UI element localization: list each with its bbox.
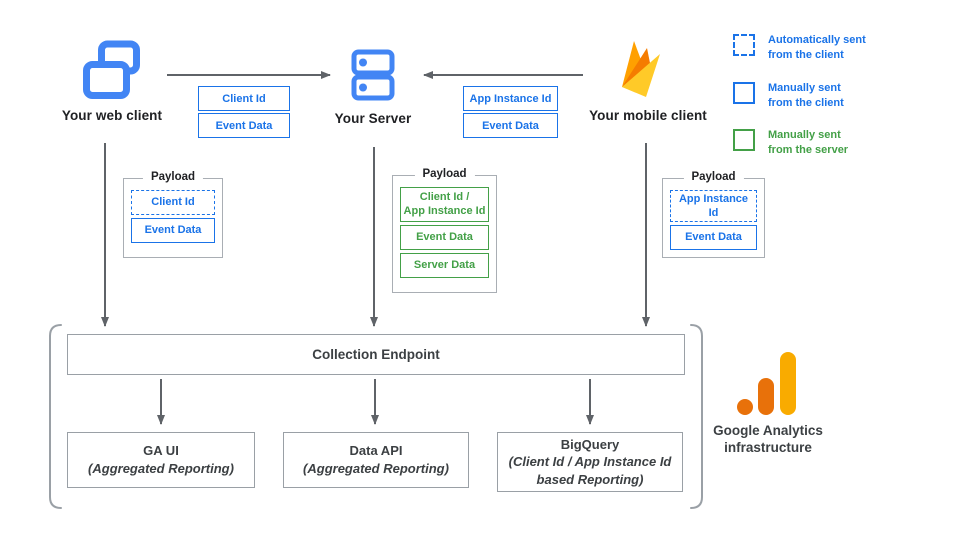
legend-item-manual-server: Manually sent from the server [733,128,866,158]
legend-item-auto-client: Automatically sent from the client [733,33,866,63]
output-box-bigquery: BigQuery (Client Id / App Instance Id ba… [497,432,683,492]
tag-event-data-mobile: Event Data [463,113,558,138]
payload-mobile-event-data: Event Data [670,225,757,250]
output-box-ga-ui: GA UI (Aggregated Reporting) [67,432,255,488]
firebase-icon [622,41,660,97]
server-label: Your Server [334,111,412,126]
payload-server-event-data: Event Data [400,224,489,250]
payload-server-ids: Client Id / App Instance Id [400,187,489,222]
infrastructure-bracket-left [49,324,62,509]
mobile-client-label: Your mobile client [589,108,707,123]
collection-endpoint-box: Collection Endpoint [67,334,685,375]
payload-server-title: Payload [414,168,475,180]
output-bigquery-detail: (Client Id / App Instance Id based Repor… [508,454,672,487]
output-ga-ui-name: GA UI [143,443,179,459]
web-client-label: Your web client [61,108,163,123]
output-data-api-detail: (Aggregated Reporting) [303,461,449,476]
tag-app-instance-id: App Instance Id [463,86,558,111]
payload-web-title: Payload [142,171,204,183]
legend: Automatically sent from the client Manua… [733,33,866,176]
output-data-api-name: Data API [349,443,403,459]
legend-label-manual-client: Manually sent from the client [768,81,844,109]
output-bigquery-name: BigQuery [560,436,620,452]
payload-mobile-title: Payload [683,171,744,183]
legend-swatch-dashed-blue [733,34,755,56]
tag-client-id: Client Id [198,86,290,111]
payload-mobile-app-instance-id: App Instance Id [670,190,757,222]
legend-item-manual-client: Manually sent from the client [733,81,866,111]
google-analytics-icon [737,352,796,415]
legend-swatch-solid-blue [733,81,755,104]
payload-server-server-data: Server Data [400,252,489,278]
tag-event-data-web: Event Data [198,113,290,138]
payload-server: Payload Client Id / App Instance Id Even… [392,168,497,293]
legend-swatch-solid-green [733,129,755,152]
legend-label-auto-client: Automatically sent from the client [768,34,866,61]
server-icon [351,49,395,101]
infrastructure-bracket-right [690,324,703,509]
google-analytics-infrastructure-label: Google Analytics infrastructure [713,423,823,455]
payload-web: Payload Client Id Event Data [123,171,223,258]
payload-web-client-id: Client Id [131,190,215,215]
web-client-icon [83,40,140,99]
output-ga-ui-detail: (Aggregated Reporting) [88,461,234,476]
payload-web-event-data: Event Data [131,218,215,243]
legend-label-manual-server: Manually sent from the server [768,129,849,157]
payload-mobile: Payload App Instance Id Event Data [662,171,765,258]
collection-endpoint-label: Collection Endpoint [312,347,440,362]
output-box-data-api: Data API (Aggregated Reporting) [283,432,469,488]
